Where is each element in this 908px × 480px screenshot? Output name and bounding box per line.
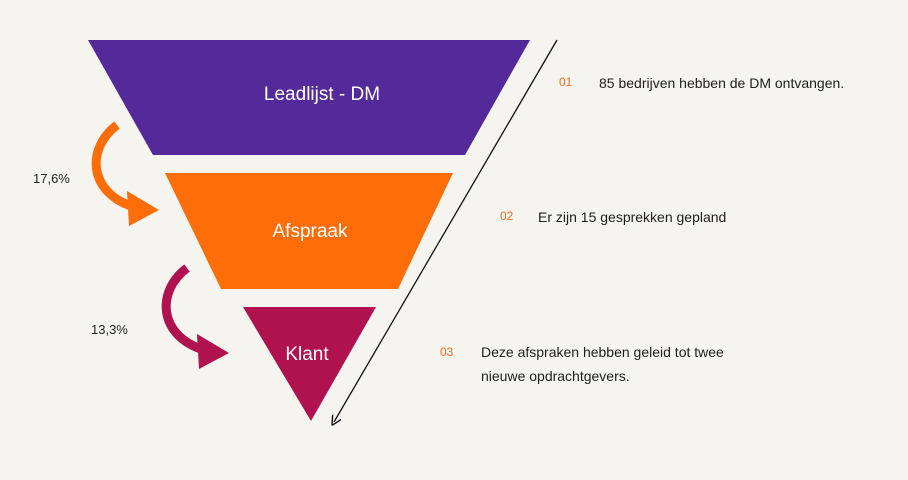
step-number-1: 01 xyxy=(559,75,573,89)
step-text-3: Deze afspraken hebben geleid tot twee ni… xyxy=(481,344,724,384)
step-text-2: Er zijn 15 gesprekken gepland xyxy=(538,209,727,225)
funnel-stage-klant xyxy=(243,307,376,421)
step-number-3: 03 xyxy=(440,345,454,359)
funnel-stage-leadlijst xyxy=(88,40,530,155)
stage-label-leadlijst: Leadlijst - DM xyxy=(263,84,381,105)
step-text-1: 85 bedrijven hebben de DM ontvangen. xyxy=(599,75,845,91)
stage-label-klant: Klant xyxy=(285,344,329,365)
conversion-rate-1: 17,6% xyxy=(33,171,70,186)
funnel-stage-afspraak xyxy=(165,173,453,289)
conversion-rate-2: 13,3% xyxy=(91,322,128,337)
stage-label-afspraak: Afspraak xyxy=(272,221,348,242)
conversion-arrow-1 xyxy=(91,121,159,226)
conversion-arrow-2 xyxy=(161,264,229,369)
progression-line xyxy=(334,39,558,422)
step-number-2: 02 xyxy=(500,209,514,223)
